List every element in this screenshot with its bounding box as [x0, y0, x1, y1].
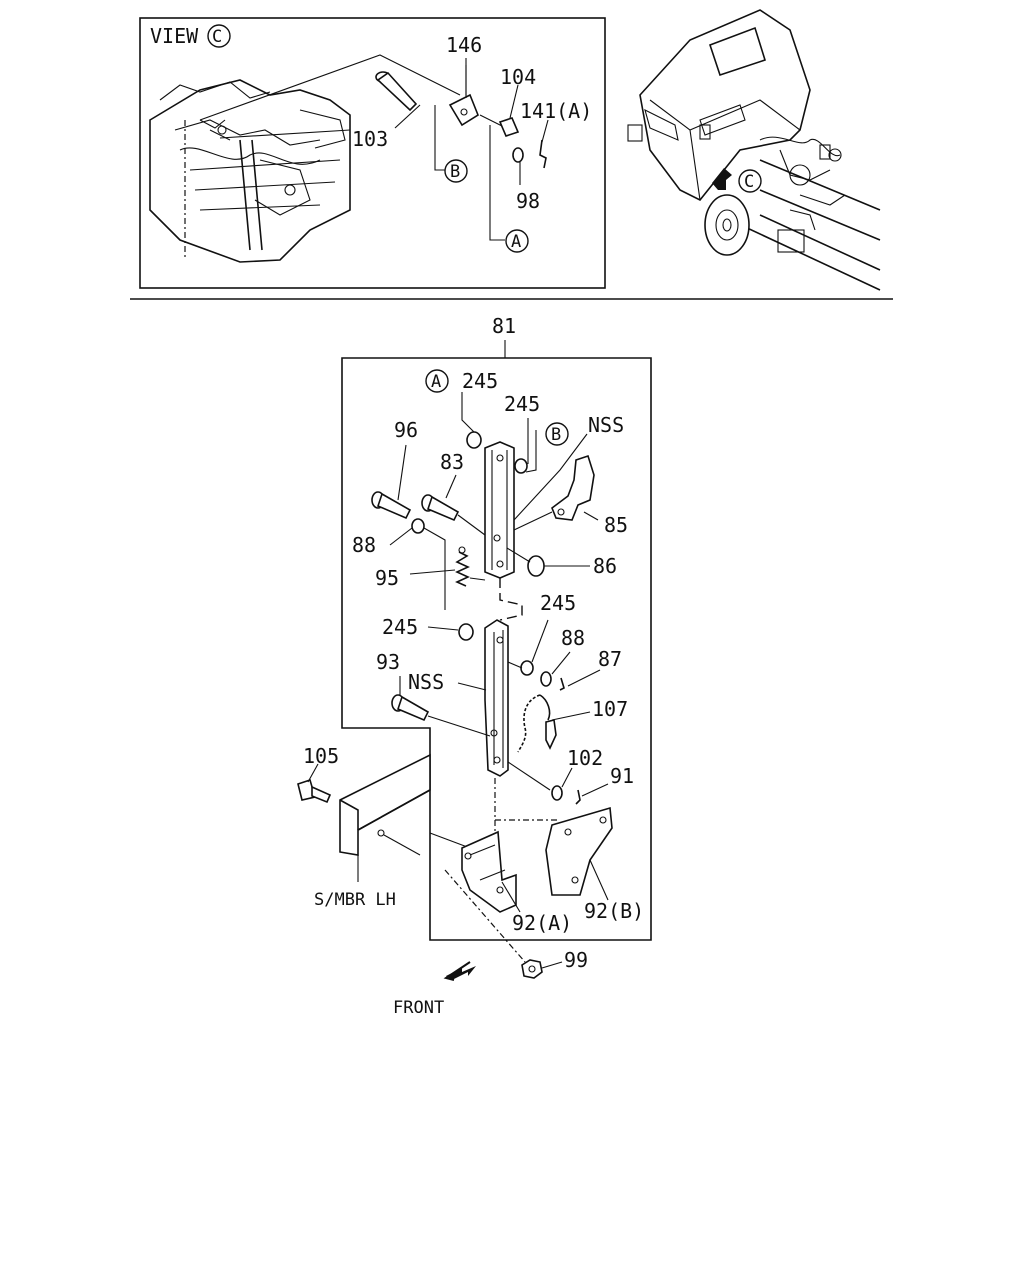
pin-141a	[539, 139, 547, 169]
view-ref-letter: C	[212, 27, 222, 47]
callout-83: 83	[440, 450, 464, 474]
callout-96: 96	[394, 418, 418, 442]
bolt-93	[391, 694, 430, 722]
callout-107: 107	[592, 697, 628, 721]
ref-b-letter-main: B	[551, 425, 561, 445]
callout-98: 98	[516, 189, 540, 213]
callout-nss-mid: NSS	[408, 670, 444, 694]
ref-b-circle-main	[545, 422, 569, 446]
callout-245-b: 245	[504, 392, 540, 416]
callout-146: 146	[446, 33, 482, 57]
leader-line	[219, 129, 351, 139]
pin-91	[575, 789, 581, 805]
engine-bay-sketch	[149, 79, 351, 263]
truck-wheel	[704, 194, 750, 256]
washer-88-top	[411, 518, 425, 534]
bushing-245-right	[514, 458, 528, 474]
ref-b-circle	[444, 159, 468, 183]
ref-a-letter: A	[511, 232, 521, 252]
front-label: FRONT	[393, 998, 444, 1018]
upper-link	[484, 441, 515, 579]
ref-a-letter-main: A	[431, 372, 441, 392]
callout-nss-top: NSS	[588, 413, 624, 437]
chain-107	[517, 694, 557, 753]
bolt-105	[297, 778, 332, 804]
truck-sketch: C	[627, 9, 881, 291]
pin-87	[559, 677, 565, 691]
callout-245-a: 245	[462, 369, 498, 393]
view-c-inset: VIEW C	[139, 17, 606, 289]
bracket-85	[551, 454, 595, 521]
leader-line	[199, 54, 461, 121]
callout-103: 103	[352, 127, 388, 151]
spring-95	[455, 546, 470, 587]
truck-window	[708, 26, 766, 77]
arrow-to-c	[712, 168, 732, 190]
washer-102	[551, 785, 563, 801]
front-arrow-icon	[443, 961, 476, 981]
view-title: VIEW	[150, 24, 199, 48]
assembly-outline	[341, 357, 652, 941]
callout-245-c: 245	[540, 591, 576, 615]
bracket-92b	[545, 806, 613, 896]
truck-battery	[777, 229, 805, 253]
callout-81: 81	[492, 314, 516, 338]
callout-smbr-lh: S/MBR LH	[314, 890, 396, 910]
callout-104: 104	[500, 65, 536, 89]
side-member-lh	[339, 753, 431, 856]
bolt-96	[371, 491, 412, 520]
ref-b-letter: B	[450, 162, 460, 182]
callout-99: 99	[564, 948, 588, 972]
callout-87: 87	[598, 647, 622, 671]
nut-99	[521, 959, 543, 979]
callout-92b: 92(B)	[584, 899, 644, 923]
ref-a-circle-main	[425, 369, 449, 393]
callout-141a: 141(A)	[520, 99, 592, 123]
callout-95: 95	[375, 566, 399, 590]
bracket-92a	[461, 830, 517, 913]
ring-86	[527, 555, 545, 577]
bushing-245-lower-right	[520, 660, 534, 676]
callout-88-a: 88	[352, 533, 376, 557]
bracket-146	[448, 65, 479, 127]
washer-88-lower	[540, 671, 552, 687]
washer-98	[512, 147, 524, 163]
bushing-245-top	[466, 431, 482, 449]
view-c-frame	[139, 17, 606, 289]
bolt-83	[421, 494, 460, 522]
ref-a-circle	[505, 229, 529, 253]
callout-85: 85	[604, 513, 628, 537]
callout-88-b: 88	[561, 626, 585, 650]
callout-102: 102	[567, 746, 603, 770]
callout-93: 93	[376, 650, 400, 674]
bolt-104	[479, 114, 520, 137]
callout-245-d: 245	[382, 615, 418, 639]
lower-link	[484, 619, 509, 777]
callout-92a: 92(A)	[512, 911, 572, 935]
view-ref-circle	[207, 24, 231, 48]
ref-c-circle	[738, 169, 762, 193]
callout-105: 105	[303, 744, 339, 768]
ref-c-letter: C	[744, 172, 754, 192]
pin-103	[375, 71, 418, 112]
callout-91: 91	[610, 764, 634, 788]
callout-86: 86	[593, 554, 617, 578]
main-assembly: 81	[297, 314, 652, 1018]
bushing-245-lower-left	[458, 623, 474, 641]
